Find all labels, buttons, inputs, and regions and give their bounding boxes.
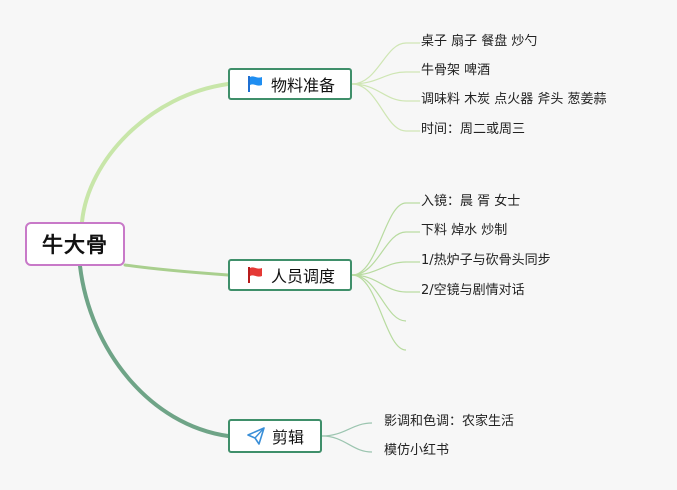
branch-node-wuliao[interactable]: 物料准备 xyxy=(228,68,352,100)
branch-label-jianji: 剪辑 xyxy=(271,428,304,447)
paper-plane-icon xyxy=(246,426,266,446)
leaf-connectors-renyuan xyxy=(351,202,420,351)
root-label: 牛大骨 xyxy=(42,233,108,257)
leaf-connectors-jianji xyxy=(321,422,373,453)
leaf-wuliao-3[interactable]: 调味料 木炭 点火器 斧头 葱姜蒜 xyxy=(421,92,607,107)
leaf-wuliao-1[interactable]: 桌子 扇子 餐盘 炒勺 xyxy=(421,34,538,49)
branch-label-renyuan: 人员调度 xyxy=(270,267,335,286)
red-flag-icon xyxy=(245,265,265,285)
leaf-wuliao-4[interactable]: 时间：周二或周三 xyxy=(421,122,526,137)
leaf-jianji-1[interactable]: 影调和色调：农家生活 xyxy=(384,414,515,429)
leaf-renyuan-1[interactable]: 入镜：晨 胥 女士 xyxy=(421,194,521,209)
leaf-renyuan-4[interactable]: 2/空镜与剧情对话 xyxy=(421,283,525,298)
connector-root-to-jianji xyxy=(78,264,230,438)
leaf-renyuan-3[interactable]: 1/热炉子与砍骨头同步 xyxy=(421,253,551,268)
branch-node-renyuan[interactable]: 人员调度 xyxy=(228,259,352,291)
leaf-renyuan-2[interactable]: 下料 焯水 炒制 xyxy=(421,223,508,238)
blue-flag-icon xyxy=(245,74,265,94)
leaf-connectors-wuliao xyxy=(351,42,420,132)
connector-root-to-renyuan xyxy=(123,263,230,277)
leaf-jianji-2[interactable]: 模仿小红书 xyxy=(384,443,450,458)
leaf-wuliao-2[interactable]: 牛骨架 啤酒 xyxy=(421,63,491,78)
branch-node-jianji[interactable]: 剪辑 xyxy=(228,419,322,453)
connector-root-to-wuliao xyxy=(80,82,230,224)
root-node[interactable]: 牛大骨 xyxy=(25,222,125,266)
branch-label-wuliao: 物料准备 xyxy=(270,76,335,95)
